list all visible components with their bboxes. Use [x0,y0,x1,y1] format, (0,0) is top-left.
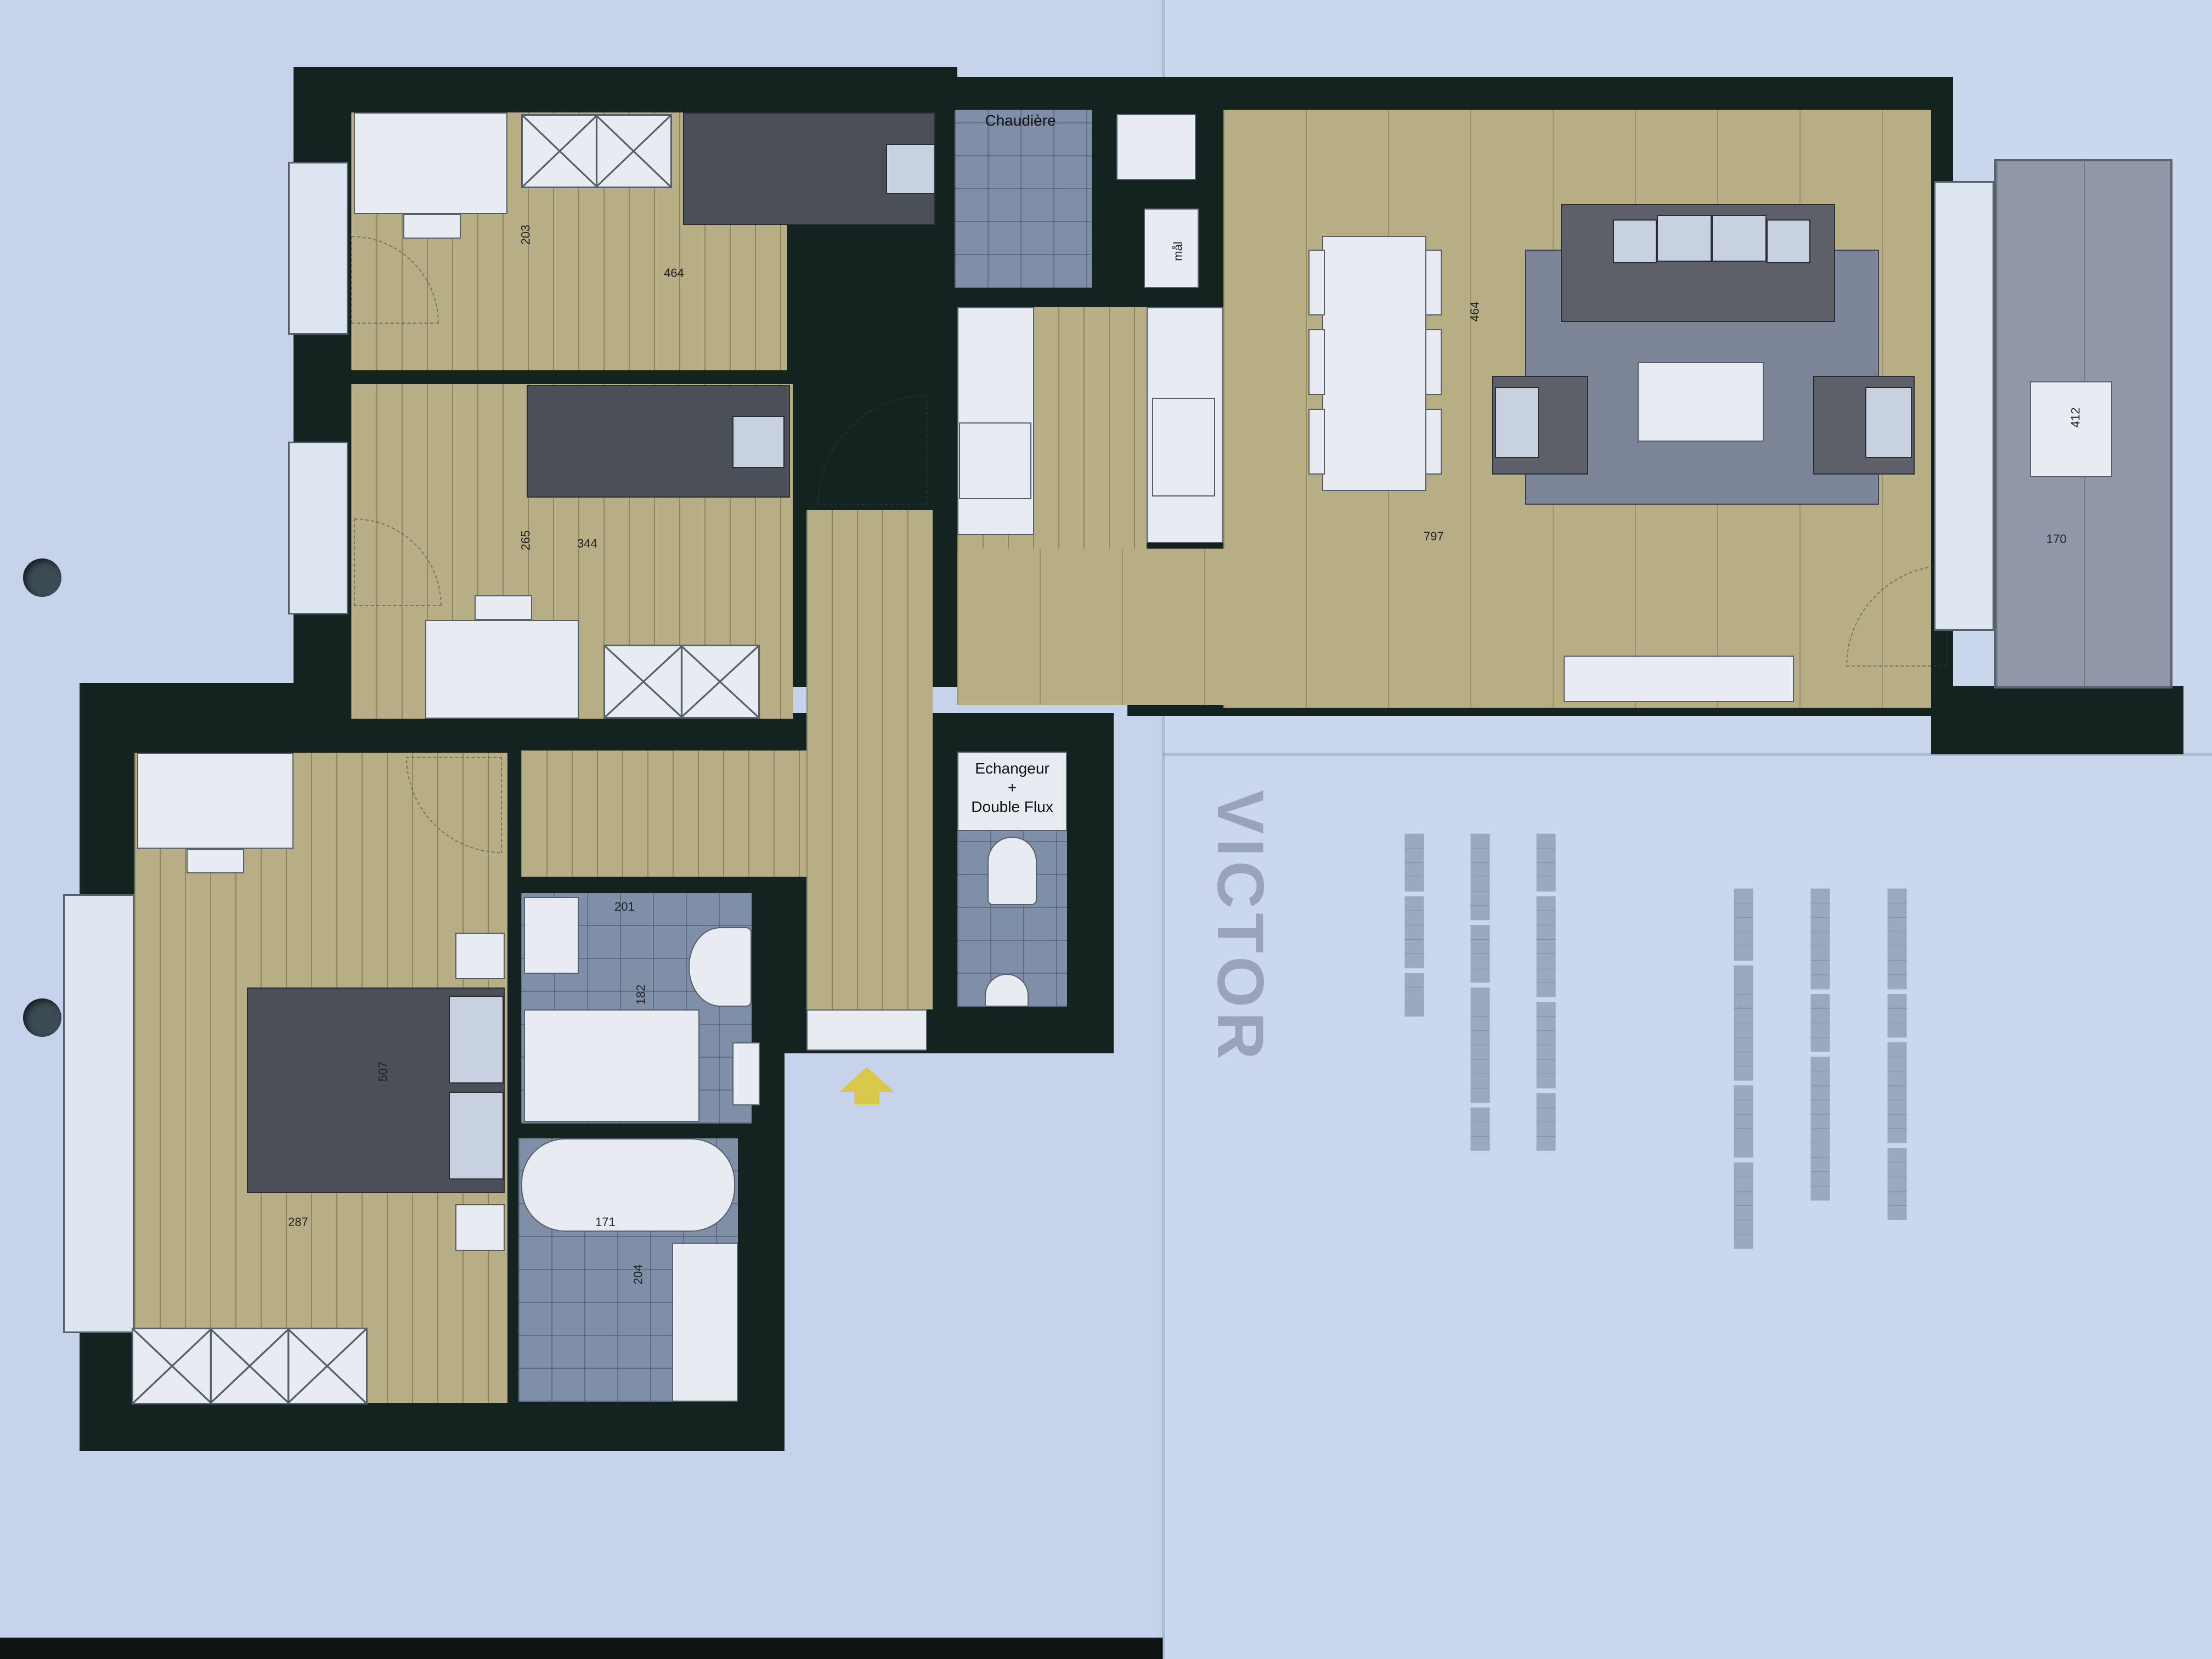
dim-bedroom-top-h: 203 [518,224,533,245]
hand-basin [985,974,1029,1007]
bed-pillow [449,996,504,1084]
label-echangeur-line1: Echangeur [975,760,1049,777]
bed-pillow [886,144,935,194]
desk-chair [475,595,532,620]
dining-chair [1425,250,1442,315]
bed [527,385,790,498]
hallway-floor [806,510,933,1009]
reversed-text-ghost: ▇▇▇▇ ▇▇▇▇▇ ▇▇▇ [1405,834,1426,1017]
wardrobe [521,114,672,188]
binder-hole-bottom [23,998,61,1037]
desk-chair [403,214,461,239]
paper-fold-vertical [1162,0,1165,1659]
sofa-cushion [1712,215,1767,262]
shower-tray [524,1009,699,1122]
boiler-room-floor [955,110,1092,288]
dim-bath-bottom-w: 171 [595,1215,616,1229]
wardrobe [603,645,760,719]
balcony-table [2030,381,2112,477]
technical-shaft [732,1042,760,1105]
dim-master-h: 507 [376,1061,390,1082]
armchair-cushion [1495,387,1539,458]
kitchen-counter [957,307,1034,535]
dining-chair [1308,329,1325,395]
dim-bedroom-mid-h: 265 [518,530,533,551]
reversed-text-ghost: ▇▇▇▇ ▇▇▇▇▇▇▇ ▇▇▇▇▇▇ ▇▇▇▇ [1537,834,1558,1151]
dim-balcony-h: 412 [2068,407,2083,428]
entry-door-threshold [806,1009,927,1051]
window [63,894,134,1333]
bed-pillow [449,1092,504,1180]
sofa-cushion [1767,219,1810,263]
bathtub [521,1138,735,1232]
nightstand [455,933,505,979]
reversed-logo-watermark: VICTOR [1204,790,1277,1064]
reversed-text-ghost: ▇▇▇▇▇▇ ▇▇▇▇ ▇▇▇▇▇▇▇▇ ▇▇▇ [1471,834,1492,1151]
toilet [988,837,1037,905]
sofa-cushion [1657,215,1712,262]
dim-master-w: 287 [288,1215,308,1229]
boiler-unit [1116,114,1196,180]
dining-table [1322,236,1426,491]
kitchen-sink [1152,398,1215,496]
dim-bath-top-w: 201 [614,900,635,913]
reversed-text-ghost: ▇▇▇▇▇▇▇ ▇▇▇▇ ▇▇▇▇▇▇▇▇▇▇ [1811,889,1832,1200]
sofa-cushion [1613,219,1657,263]
dim-living-h: 464 [1468,301,1482,322]
dim-bedroom-mid-w: 344 [577,537,597,550]
dim-bath-bottom-h: 204 [631,1264,645,1285]
dim-bedroom-top-w: 464 [664,266,684,280]
wardrobe [132,1328,368,1404]
toilet [689,927,752,1007]
storage-cabinet [1144,208,1199,288]
dining-chair [1425,409,1442,475]
label-echangeur-line2: + [1007,779,1017,796]
dining-chair [1308,250,1325,315]
dim-balcony-w: 170 [2046,532,2067,546]
label-chaudiere: Chaudière [985,112,1056,129]
armchair-cushion [1865,387,1912,458]
dim-bath-top-h: 182 [634,984,648,1005]
paper-fold-horizontal [1163,753,2212,756]
dining-chair [1308,409,1325,475]
desk [137,753,294,849]
reversed-text-ghost: ▇▇▇▇▇▇▇ ▇▇▇ ▇▇▇▇▇▇▇ ▇▇▇▇▇ [1888,889,1909,1220]
entry-arrow-icon [839,1067,894,1092]
nightstand [455,1204,505,1251]
hallway-floor-lower [521,751,806,877]
window [288,162,348,335]
living-room-floor-lower [957,549,1226,705]
cooktop [959,422,1031,499]
double-vanity [672,1243,738,1402]
label-mal: mål [1171,241,1185,261]
wall-shell-living-right [1931,686,2183,754]
reversed-text-ghost: ▇▇▇▇▇ ▇▇▇▇▇▇▇▇ ▇▇▇▇▇ ▇▇▇▇▇▇ [1734,889,1755,1249]
ventilation-unit [957,752,1067,831]
entry-arrow-stem [854,1091,879,1104]
label-echangeur: Echangeur + Double Flux [957,759,1067,816]
label-echangeur-line3: Double Flux [971,798,1053,815]
desk [425,620,579,719]
washbasin [524,897,579,974]
binder-hole-top [23,558,61,597]
dim-living-w: 797 [1424,529,1444,543]
dining-chair [1425,329,1442,395]
bed-pillow [732,416,785,468]
coffee-table [1638,362,1764,442]
window [288,442,348,614]
window [1934,181,1994,631]
tv-console [1564,656,1794,702]
desk [354,112,507,214]
desk-chair [187,849,244,873]
